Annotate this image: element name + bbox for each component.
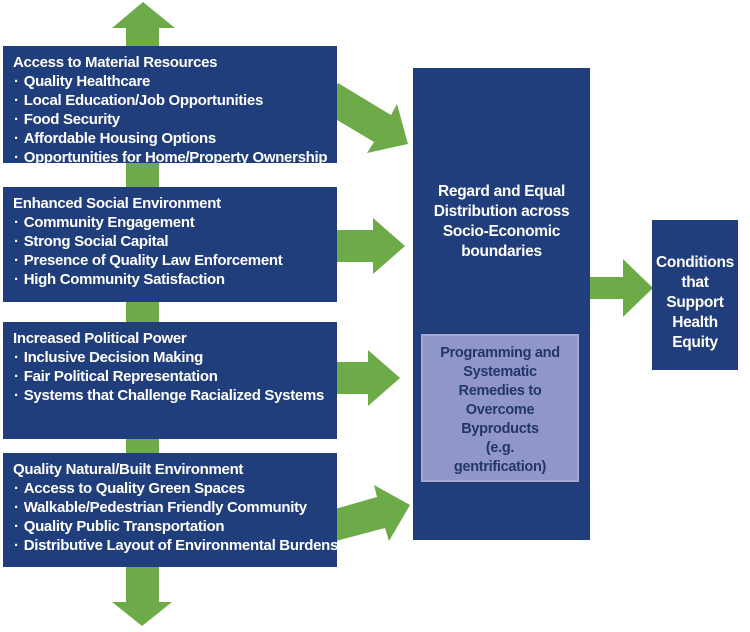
health-equity-text: Conditions that Support Health Equity	[656, 254, 734, 351]
bullet-item: Access to Quality Green Spaces	[13, 479, 327, 498]
bullet-item: High Community Satisfaction	[13, 270, 327, 289]
equal-distribution-text: Regard and Equal Distribution across Soc…	[433, 183, 570, 260]
bullet-item: Walkable/Pedestrian Friendly Community	[13, 498, 327, 517]
social-environment-title: Enhanced Social Environment	[13, 195, 221, 212]
bullet-item: Local Education/Job Opportunities	[13, 91, 327, 110]
material-resources-list: Quality Healthcare Local Education/Job O…	[13, 72, 328, 167]
material-resources-box: Access to Material Resources Quality Hea…	[3, 46, 337, 166]
bullet-item: Quality Public Transportation	[13, 517, 327, 536]
material-resources-title: Access to Material Resources	[13, 54, 218, 71]
equal-distribution-box: Regard and Equal Distribution across Soc…	[413, 68, 590, 540]
social-environment-box: Enhanced Social Environment Community En…	[3, 187, 337, 302]
built-environment-box: Quality Natural/Built Environment Access…	[3, 453, 339, 567]
built-environment-title: Quality Natural/Built Environment	[13, 461, 244, 478]
bullet-item: Community Engagement	[13, 213, 327, 232]
bullet-item: Affordable Housing Options	[13, 129, 327, 148]
political-power-box: Increased Political Power Inclusive Deci…	[3, 322, 337, 439]
arrow-center-to-outcome-icon	[590, 259, 653, 317]
remedies-box: Programming and Systematic Remedies to O…	[421, 334, 579, 482]
political-power-title: Increased Political Power	[13, 330, 187, 347]
arrow-environment-to-center-icon	[328, 485, 410, 541]
bullet-item: Strong Social Capital	[13, 232, 327, 251]
bullet-item: Fair Political Representation	[13, 367, 327, 386]
arrow-social-to-center-icon	[335, 218, 405, 274]
remedies-text: Programming and Systematic Remedies to O…	[440, 345, 560, 475]
social-environment-list: Community Engagement Strong Social Capit…	[13, 213, 327, 289]
bullet-item: Food Security	[13, 110, 327, 129]
bullet-item: Quality Healthcare	[13, 72, 327, 91]
bullet-item: Distributive Layout of Environmental Bur…	[13, 536, 339, 555]
built-environment-list: Access to Quality Green Spaces Walkable/…	[13, 479, 339, 555]
bullet-item: Inclusive Decision Making	[13, 348, 327, 367]
bullet-item: Presence of Quality Law Enforcement	[13, 251, 327, 270]
political-power-list: Inclusive Decision Making Fair Political…	[13, 348, 327, 405]
bullet-item: Opportunities for Home/Property Ownershi…	[13, 148, 328, 167]
arrow-political-to-center-icon	[335, 350, 400, 406]
health-equity-box: Conditions that Support Health Equity	[652, 220, 738, 370]
bullet-item: Systems that Challenge Racialized System…	[13, 386, 327, 405]
